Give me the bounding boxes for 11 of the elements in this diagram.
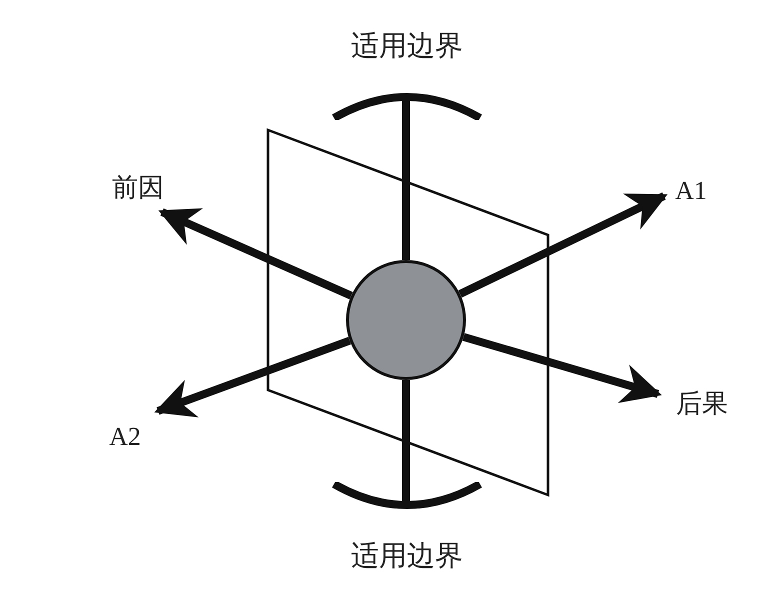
boundary-label: 适用边界 xyxy=(351,28,463,64)
arrow xyxy=(154,336,352,418)
axis-label: A1 xyxy=(675,175,707,207)
arrow xyxy=(158,208,353,300)
arrow xyxy=(458,192,668,298)
connector-line xyxy=(402,380,410,504)
axis-label: A2 xyxy=(109,421,141,453)
boundary-label: 适用边界 xyxy=(351,538,463,574)
axis-label: 前因 xyxy=(112,172,164,204)
axis-label: 后果 xyxy=(676,388,728,420)
arrow xyxy=(462,333,662,404)
